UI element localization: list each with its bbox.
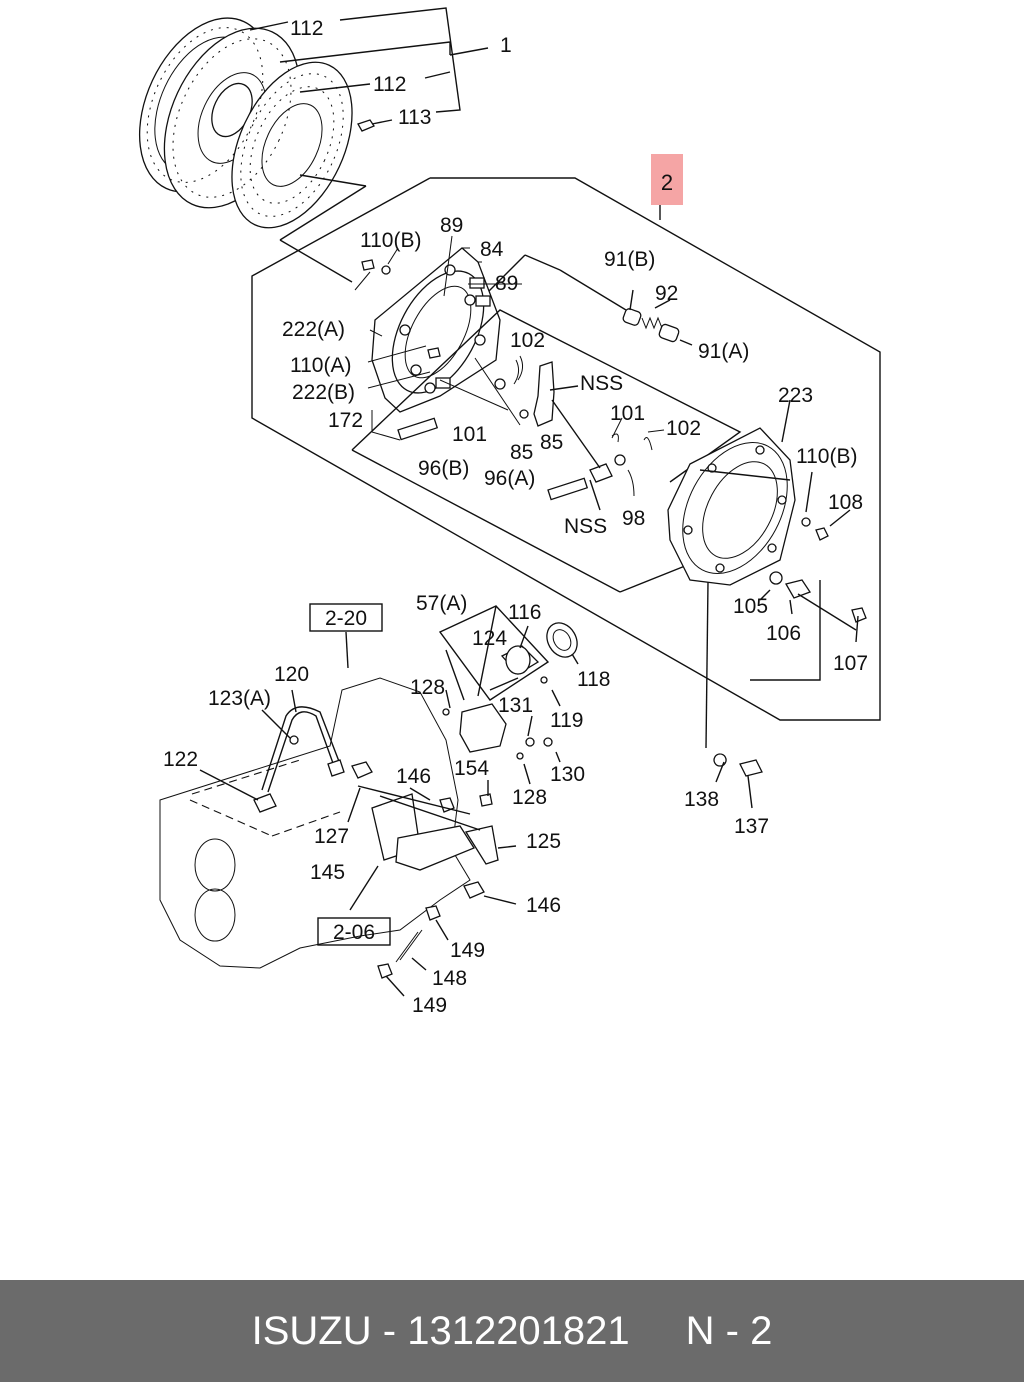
- transmission-housing: [159, 631, 471, 969]
- label-102-a: 102: [510, 329, 545, 352]
- label-222a: 222(A): [282, 318, 345, 341]
- part-labels: 112 1 112 113 89 84 110(B) 89 222(A) 110…: [163, 17, 868, 1017]
- label-110b-a: 110(B): [360, 229, 421, 252]
- highlight-label: 2: [661, 170, 673, 195]
- label-154: 154: [454, 757, 489, 780]
- label-101-a: 101: [452, 423, 487, 446]
- label-125: 125: [526, 830, 561, 853]
- label-57a: 57(A): [416, 592, 467, 615]
- label-130: 130: [550, 763, 585, 786]
- footer-brand: ISUZU: [251, 1308, 372, 1353]
- label-124: 124: [472, 627, 507, 650]
- pipe-and-fittings: [199, 689, 373, 823]
- label-1: 1: [500, 34, 512, 57]
- label-148: 148: [432, 967, 467, 990]
- label-85-a: 85: [510, 441, 533, 464]
- label-89-b: 89: [495, 272, 518, 295]
- label-98: 98: [622, 507, 645, 530]
- label-128-a: 128: [410, 676, 445, 699]
- label-nss-b: NSS: [564, 515, 607, 538]
- label-123a: 123(A): [208, 687, 271, 710]
- label-nss-a: NSS: [580, 372, 623, 395]
- label-96b: 96(B): [418, 457, 469, 480]
- label-89-a: 89: [440, 214, 463, 237]
- label-172: 172: [328, 409, 363, 432]
- label-145: 145: [310, 861, 345, 884]
- clutch-disc-assembly: [138, 17, 375, 229]
- highlight-callout-2: 2: [651, 154, 683, 205]
- footer-part-number: 1312201821: [407, 1308, 630, 1353]
- label-128-b: 128: [512, 786, 547, 809]
- parts-diagram: 2-20 2-06 2 112 1 112 113 89 84 110(B) 8…: [138, 7, 881, 1017]
- flywheel-plate: [667, 399, 867, 809]
- label-101-b: 101: [610, 402, 645, 425]
- label-131: 131: [498, 694, 533, 717]
- label-108: 108: [828, 491, 863, 514]
- label-127: 127: [314, 825, 349, 848]
- footer-part-ref: ISUZU - 1312201821: [252, 1309, 630, 1354]
- label-96a: 96(A): [484, 467, 535, 490]
- label-92: 92: [655, 282, 678, 305]
- label-105: 105: [733, 595, 768, 618]
- release-lever-parts: [513, 355, 665, 511]
- label-146-b: 146: [526, 894, 561, 917]
- reference-box-2-06: 2-06: [317, 917, 391, 946]
- label-91b: 91(B): [604, 248, 655, 271]
- footer-separator: -: [382, 1308, 397, 1353]
- label-146-a: 146: [396, 765, 431, 788]
- ref-2-20-label: 2-20: [325, 607, 367, 630]
- label-110b-b: 110(B): [796, 445, 857, 468]
- label-116: 116: [508, 601, 541, 624]
- label-106: 106: [766, 622, 801, 645]
- slave-cylinder: [357, 649, 517, 997]
- label-85-b: 85: [540, 431, 563, 454]
- label-223: 223: [778, 384, 813, 407]
- footer-page: N - 2: [685, 1308, 773, 1353]
- label-120: 120: [274, 663, 309, 686]
- label-137: 137: [734, 815, 769, 838]
- footer-bar: ISUZU - 1312201821 N - 2: [0, 1280, 1024, 1382]
- label-122: 122: [163, 748, 198, 771]
- pressure-plate: [351, 235, 742, 593]
- label-102-b: 102: [666, 417, 701, 440]
- ref-2-06-label: 2-06: [333, 921, 375, 944]
- leaders-top: [249, 7, 489, 125]
- label-149-b: 149: [412, 994, 447, 1017]
- reference-box-2-20: 2-20: [309, 603, 383, 632]
- label-112-a: 112: [290, 17, 323, 40]
- spring-assembly: [622, 289, 693, 346]
- label-84: 84: [480, 238, 504, 261]
- label-222b: 222(B): [292, 381, 355, 404]
- label-112-b: 112: [373, 73, 406, 96]
- label-110a: 110(A): [290, 354, 351, 377]
- label-113: 113: [398, 106, 431, 129]
- group-2-outline: [251, 174, 881, 721]
- label-118: 118: [577, 668, 610, 691]
- label-119: 119: [550, 709, 583, 732]
- release-bearing-group: [438, 605, 579, 785]
- label-91a: 91(A): [698, 340, 749, 363]
- label-107: 107: [833, 652, 868, 675]
- label-149-a: 149: [450, 939, 485, 962]
- exploded-view: 2-20 2-06 2 112 1 112 113 89 84 110(B) 8…: [138, 7, 881, 1017]
- label-138: 138: [684, 788, 719, 811]
